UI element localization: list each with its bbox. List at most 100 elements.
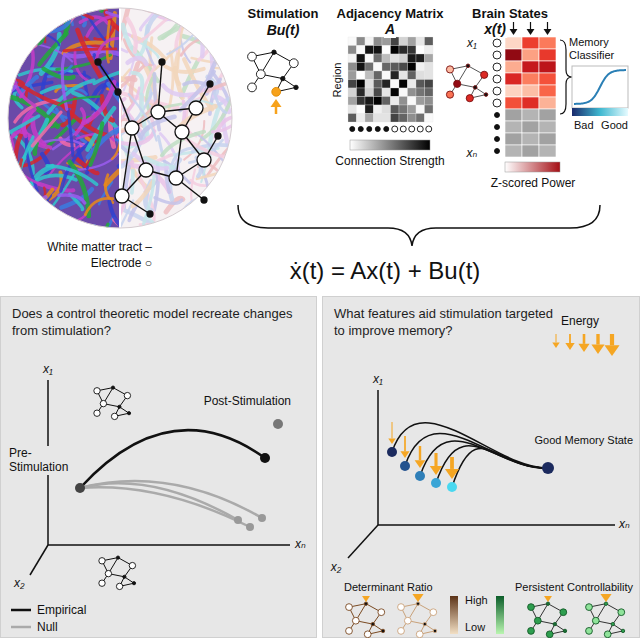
rect-shape [408,71,417,80]
path-shape [64,49,116,51]
rect-shape [391,97,400,106]
region-marker [495,137,500,142]
rect-shape [539,73,556,85]
rect-shape [408,114,417,123]
rect-shape [416,71,425,80]
label: xₙ [466,146,479,160]
path-shape [14,75,35,106]
label: Z-scored Power [490,176,577,190]
path-shape [229,205,232,240]
network-node [346,628,353,635]
network-node [611,622,614,625]
path-shape [132,73,142,93]
path-shape [0,9,29,13]
circle-shape [169,171,183,185]
electrode-network [95,59,221,217]
arrow-head [527,29,535,35]
path-shape [107,12,120,20]
path-shape [207,219,222,237]
network-node [256,70,265,79]
colorbar [505,162,560,172]
network-node [272,87,281,96]
path-shape [3,12,37,26]
rect-shape [357,97,366,106]
circle-shape [159,59,165,65]
network-node [586,628,593,635]
rect-shape [505,61,522,73]
region-marker [493,63,501,71]
arrow-shaft [569,334,571,343]
network-node [378,609,385,616]
legend: EmpiricalNull [10,601,86,635]
rect-shape [408,88,417,97]
rect-shape [374,71,383,80]
axis [30,545,48,575]
path-shape [234,81,240,108]
rect-shape [539,49,556,61]
network-node [404,617,411,624]
region-marker [493,99,501,107]
rect-shape [416,63,425,72]
rect-shape [374,80,383,89]
axis [378,524,615,526]
network-node [94,388,100,394]
network-node [546,631,553,638]
legend-item: Null [10,618,86,635]
path-shape [18,160,21,203]
path-shape [235,17,240,69]
rect-shape [348,46,357,55]
sigmoid-curve [574,70,626,104]
network-node [430,609,437,616]
label: Region [331,62,344,99]
path-shape [36,0,59,23]
null-trajectory [80,481,262,518]
rect-shape [425,114,434,123]
rect-shape [391,80,400,89]
rect-shape [374,114,383,123]
path-shape [76,109,85,134]
rect-shape [374,63,383,72]
rect-shape [382,63,391,72]
network-node [116,556,119,559]
rect-shape [399,37,408,46]
region-marker [493,87,501,95]
rect-shape [408,105,417,114]
path-shape [2,87,15,101]
path-shape [128,58,147,64]
rect-shape [408,97,417,106]
path-shape [0,116,39,142]
path-shape [48,0,92,18]
label: x₁ [466,36,478,50]
rect-shape [374,46,383,55]
legend-line [10,606,32,614]
rect-shape [391,114,400,123]
brace [238,205,600,246]
label: Bad [573,119,595,132]
region-marker [409,126,415,132]
region-marker [493,75,501,83]
rect-shape [408,63,417,72]
circle-shape [197,153,211,167]
arrow-head [600,593,612,602]
arrow-shaft [404,436,406,451]
rect-shape [399,105,408,114]
rect-shape [365,71,374,80]
pre-state-dot [75,483,85,493]
path-shape [22,197,46,220]
rect-shape [348,114,357,123]
path-shape [23,17,60,50]
region-marker [375,127,380,132]
rect-shape [399,63,408,72]
circle-shape [215,133,221,139]
network-node [346,604,353,611]
rect-shape [374,37,383,46]
colorbar [450,596,458,634]
path-shape [88,130,119,157]
path-shape [199,228,239,240]
label: xₙ [618,517,631,531]
null-trajectory [80,487,250,527]
rect-shape [382,71,391,80]
label: Connection Strength [334,154,445,168]
rect-shape [505,49,522,61]
rect-shape [425,80,434,89]
